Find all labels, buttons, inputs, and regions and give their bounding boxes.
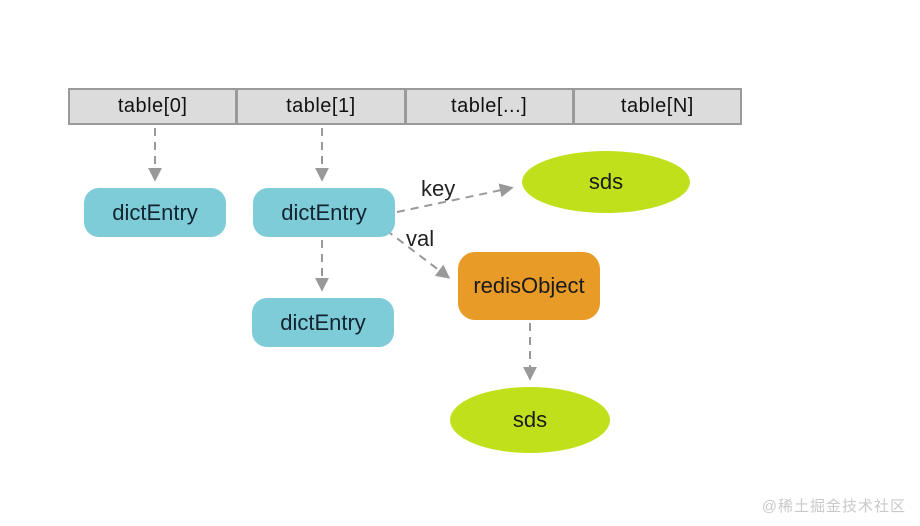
table-cell-n: table[N] [571,90,740,123]
node-sds-key: sds [522,151,690,213]
node-dictentry-1: dictEntry [253,188,395,237]
node-dictentry-0: dictEntry [84,188,226,237]
node-sds-val: sds [450,387,610,453]
node-redisobject: redisObject [458,252,600,320]
hash-table-row: table[0] table[1] table[...] table[N] [68,88,742,125]
watermark-text: @稀土掘金技术社区 [761,498,906,515]
node-dictentry-2: dictEntry [252,298,394,347]
table-cell-dots: table[...] [403,90,572,123]
table-cell-0: table[0] [117,95,188,117]
edge-label-key: key [421,176,456,201]
table-cell-1: table[1] [235,90,403,123]
edge-label-val: val [406,226,435,251]
